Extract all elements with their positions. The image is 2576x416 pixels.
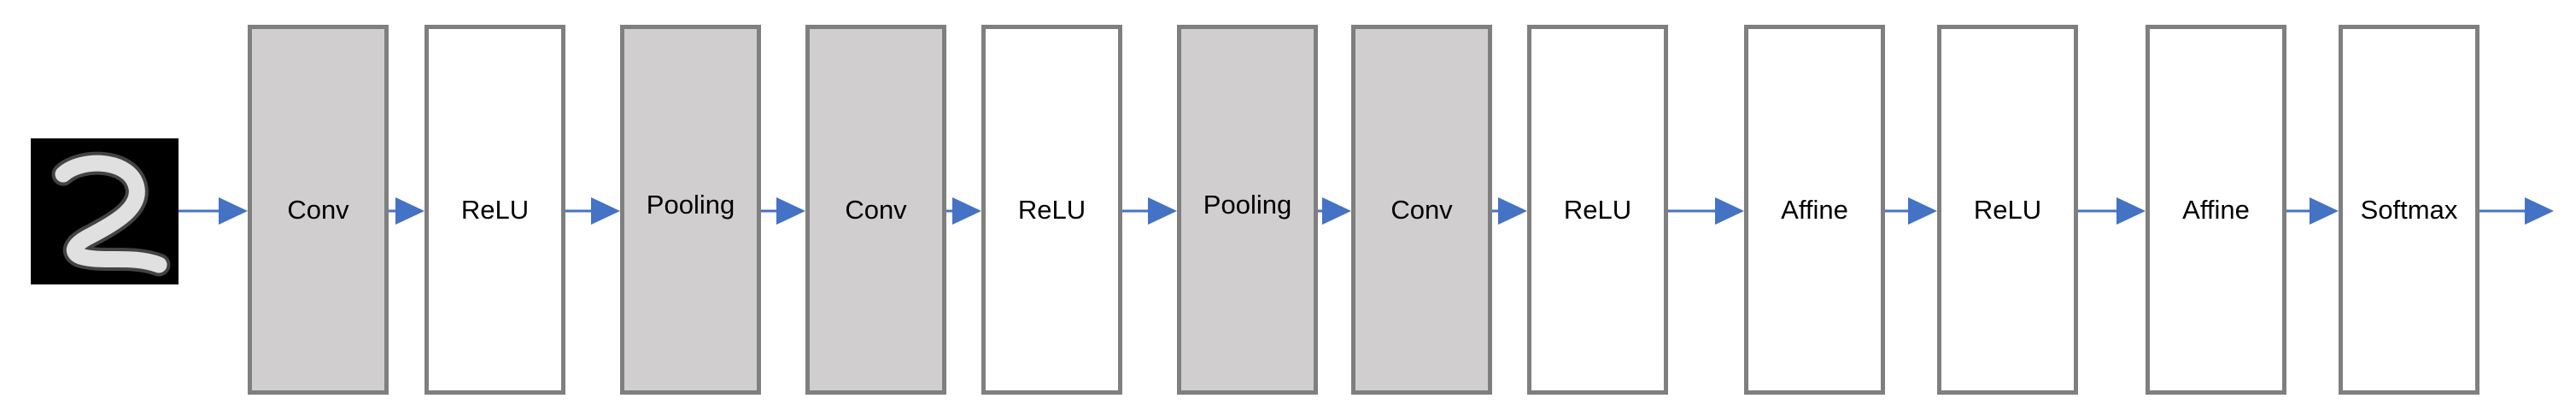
layer-box-9-affine: Affine (1744, 25, 1885, 395)
arrow-layer-6-to-7 (1318, 197, 1351, 225)
arrow-layer-3-to-4 (761, 197, 805, 225)
layer-label: Affine (2182, 194, 2250, 225)
arrow-layer-1-to-2 (389, 197, 424, 225)
layer-box-1-conv: Conv (248, 25, 389, 395)
arrow-layer-2-to-3 (565, 197, 620, 225)
layer-box-12-softmax: Softmax (2339, 25, 2479, 395)
arrow-layer-10-to-11 (2078, 197, 2146, 225)
layer-label: Conv (845, 194, 907, 225)
arrow-layer-11-to-12 (2286, 197, 2339, 225)
arrow-layer-9-to-10 (1885, 197, 1937, 225)
arrow-output (2479, 197, 2554, 225)
layer-box-7-conv: Conv (1351, 25, 1492, 395)
mnist-digit-input-image (31, 138, 179, 284)
layer-box-3-pooling: Pooling (620, 25, 761, 395)
layer-box-6-pooling: Pooling (1177, 25, 1318, 395)
layer-box-10-relu: ReLU (1937, 25, 2078, 395)
layer-label: Conv (1390, 194, 1453, 225)
arrow-layer-7-to-8 (1492, 197, 1527, 225)
handwritten-digit-two-icon (31, 138, 179, 284)
layer-label: ReLU (460, 194, 530, 225)
arrow-input-to-layer-1 (179, 197, 248, 225)
arrow-layer-8-to-9 (1668, 197, 1744, 225)
layer-label: Pooling (1203, 189, 1292, 220)
arrow-layer-4-to-5 (946, 197, 981, 225)
layer-box-4-conv: Conv (805, 25, 946, 395)
layer-label: Conv (287, 194, 349, 225)
layer-label: ReLU (1563, 194, 1632, 225)
layer-box-11-affine: Affine (2146, 25, 2286, 395)
layer-label: Softmax (2360, 194, 2458, 225)
layer-label: ReLU (1017, 194, 1086, 225)
layer-box-2-relu: ReLU (424, 25, 565, 395)
layer-label: ReLU (1973, 194, 2042, 225)
layer-label: Affine (1781, 194, 1848, 225)
layer-box-8-relu: ReLU (1527, 25, 1668, 395)
arrow-layer-5-to-6 (1122, 197, 1177, 225)
layer-label: Pooling (646, 189, 735, 220)
layer-box-5-relu: ReLU (981, 25, 1122, 395)
